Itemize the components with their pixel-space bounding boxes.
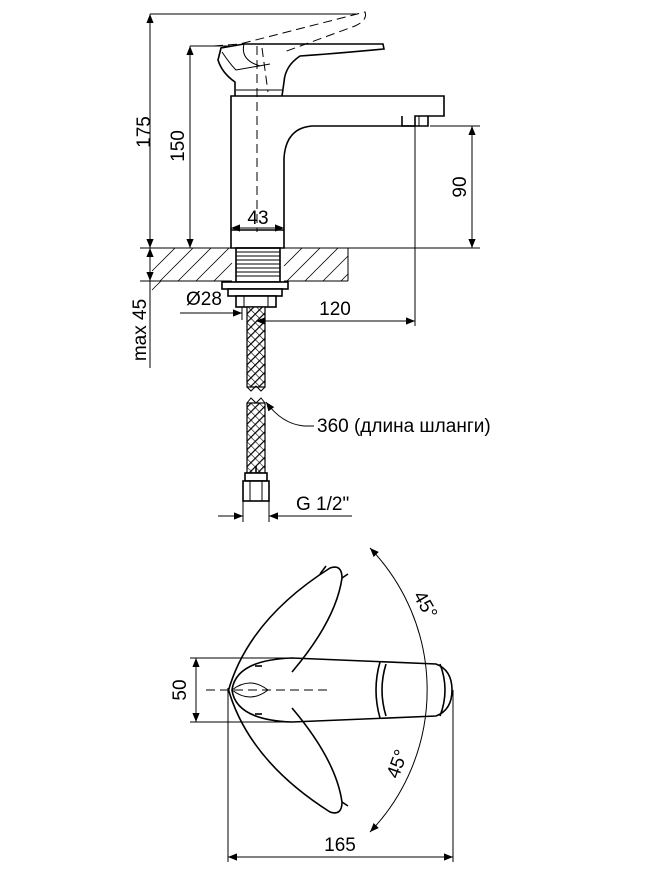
dim-150: 150 [168, 45, 232, 248]
dim-thread: G 1/2" [218, 494, 352, 522]
dim-thread-label: G 1/2" [296, 494, 349, 515]
dim-43-label: 43 [247, 208, 268, 229]
dim-50-label: 50 [170, 679, 191, 700]
dim-175: 175 [134, 13, 358, 249]
dim-90: 90 [284, 125, 480, 249]
dim-max45: max 45 [130, 248, 154, 368]
threaded-shank [235, 247, 281, 283]
dim-90-label: 90 [450, 176, 471, 197]
dim-28-label: Ø28 [186, 289, 222, 310]
dim-hose-length-label: 360 (длина шланги) [317, 416, 491, 437]
dim-120-label: 120 [319, 299, 351, 320]
countertop-section [151, 247, 349, 291]
dim-165-label: 165 [324, 835, 356, 856]
dim-50: 50 [170, 657, 294, 723]
angle-top-label: 45° [408, 588, 441, 623]
braided-hose [242, 306, 270, 502]
dim-165: 165 [228, 835, 453, 861]
lever-top-center [231, 657, 453, 723]
lever-handle [213, 11, 385, 97]
top-view: 50 165 45° 45° [170, 547, 454, 862]
dim-max45-label: max 45 [130, 299, 151, 361]
lever-rotated-up [227, 565, 349, 693]
swing-arc [369, 547, 428, 833]
dim-hose-length: 360 (длина шланги) [265, 401, 491, 437]
mounting-nut [221, 281, 289, 308]
dim-175-label: 175 [134, 116, 155, 148]
dim-43: 43 [231, 208, 284, 232]
dim-120: 120 [256, 126, 416, 326]
dim-28: Ø28 [180, 289, 243, 320]
side-view: 175 150 90 43 Ø28 120 [130, 11, 491, 522]
dim-150-label: 150 [168, 130, 189, 162]
lever-rotated-down [227, 687, 349, 814]
